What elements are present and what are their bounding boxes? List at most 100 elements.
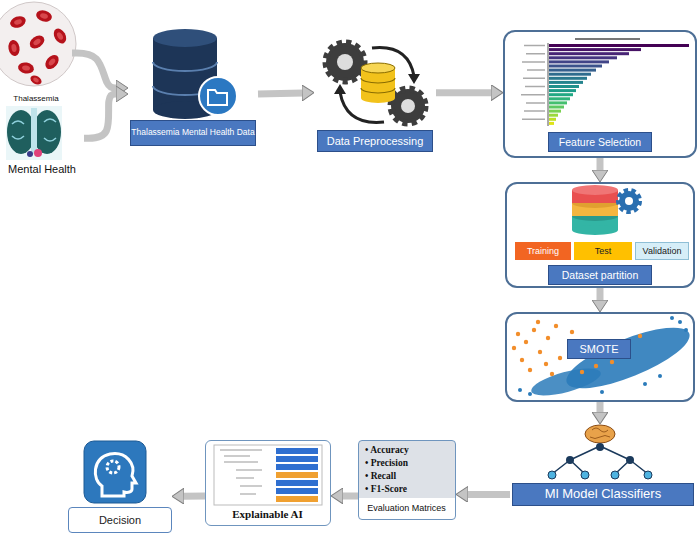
stage-label: SMOTE (567, 339, 631, 359)
preprocessing-icon (340, 92, 384, 122)
smote-scatter (684, 328, 688, 332)
preprocessing-icon (391, 89, 425, 123)
flow-arrow (597, 402, 604, 413)
classifier-tree-icon (581, 471, 589, 479)
database-icon (208, 90, 227, 105)
thalassemia-illustration (0, 2, 76, 86)
stage-label: Dataset partition (548, 265, 652, 285)
brain-illustration (34, 149, 42, 157)
feature-importance-chart (549, 73, 591, 76)
flow-arrow (258, 93, 303, 94)
partition-label: Validation (636, 243, 688, 259)
preprocessing-icon (326, 43, 364, 81)
stage-label: Evaluation Matrices (359, 499, 454, 518)
thalassemia-illustration (35, 9, 53, 24)
partition-box: Training (515, 242, 571, 260)
process-box: Feature Selection (503, 30, 697, 158)
smote-scatter (529, 363, 604, 401)
thalassemia-illustration (22, 65, 31, 71)
classifier-tree-icon (590, 428, 610, 439)
thalassemia-illustration (56, 31, 64, 40)
thalassemia-illustration (32, 38, 41, 47)
brain-illustration (12, 119, 56, 141)
smote-scatter (544, 362, 548, 366)
stage-label: Ml Model Classifiers (512, 483, 694, 506)
feature-importance-chart (549, 56, 617, 59)
brain-illustration (6, 106, 62, 160)
feature-importance-chart (549, 97, 570, 100)
feature-importance-chart (508, 36, 692, 128)
smote-scatter (558, 356, 562, 360)
feature-importance-chart (548, 43, 549, 126)
partition-box: Validation (635, 242, 689, 260)
smote-scatter (512, 316, 697, 401)
smote-scatter (524, 340, 528, 344)
flow-arrow (183, 492, 205, 499)
preprocessing-icon (334, 84, 346, 94)
feature-importance-chart (549, 110, 561, 113)
feature-importance-chart (549, 93, 573, 96)
feature-importance-chart (549, 52, 629, 55)
image-node: Thalassemia (0, 0, 72, 106)
smote-scatter (600, 390, 604, 394)
thalassemia-illustration (7, 39, 21, 57)
partition-label: Test (574, 242, 632, 260)
brain-illustration (6, 106, 62, 160)
dataset-icon (572, 185, 639, 235)
image-caption: Mental Health (0, 162, 84, 177)
preprocessing-icon (408, 74, 420, 84)
feature-importance-chart (549, 106, 564, 109)
brain-illustration (27, 151, 33, 157)
feature-importance-chart (549, 44, 689, 47)
classifier-tree-icon (626, 456, 634, 464)
stage-label: Explainable AI (206, 505, 329, 523)
feature-importance-chart (508, 36, 692, 128)
smote-scatter (643, 382, 647, 386)
smote-scatter (536, 320, 540, 324)
process-node: Ml Model Classifiers (510, 424, 696, 508)
thalassemia-illustration (9, 14, 28, 30)
smote-scatter (518, 388, 522, 392)
classifier-tree-icon (548, 471, 556, 479)
feature-importance-chart (549, 48, 641, 51)
data-source-node: Thalassemia Mental Health Data (128, 28, 258, 148)
xai-screenshot (276, 496, 318, 502)
classifier-tree-icon (585, 425, 615, 443)
database-icon (153, 29, 237, 119)
thalassemia-illustration (35, 9, 53, 24)
smote-scatter (594, 364, 598, 368)
smote-scatter (528, 368, 532, 372)
xai-screenshot (214, 445, 322, 505)
flow-arrow (342, 492, 358, 499)
smote-scatter (658, 374, 662, 378)
feature-importance-chart (549, 101, 567, 104)
partition-label: Training (515, 242, 571, 260)
feature-importance-chart (549, 85, 579, 88)
preprocessing-icon (401, 99, 415, 113)
xai-screenshot (276, 448, 318, 454)
classifier-tree-icon (596, 443, 604, 451)
xai-screenshot (276, 488, 318, 494)
dataset-icon (572, 225, 618, 235)
thalassemia-illustration (27, 33, 46, 51)
thalassemia-illustration (43, 52, 62, 71)
metrics-box: • Accuracy• Precision• Recall• F1-ScoreE… (358, 440, 456, 520)
xai-screenshot (276, 456, 318, 462)
flow-arrow (72, 53, 117, 88)
stage-label: Decision (68, 507, 172, 533)
xai-screenshot (276, 480, 318, 486)
decision-icon (107, 461, 119, 473)
feature-importance-chart (575, 38, 640, 40)
decision-icon (95, 454, 136, 496)
process-box: Dataset partition TrainingTestValidation (505, 182, 695, 288)
brain-illustration (31, 108, 37, 154)
brain-illustration (7, 110, 35, 154)
smote-scatter (528, 392, 532, 396)
partition-box: Test (574, 242, 632, 260)
smote-scatter (550, 372, 554, 376)
classifier-tree-icon (548, 425, 652, 479)
smote-scatter (580, 370, 584, 374)
database-icon (153, 29, 217, 47)
flow-arrow (467, 491, 510, 498)
dataset-icon (619, 191, 639, 211)
